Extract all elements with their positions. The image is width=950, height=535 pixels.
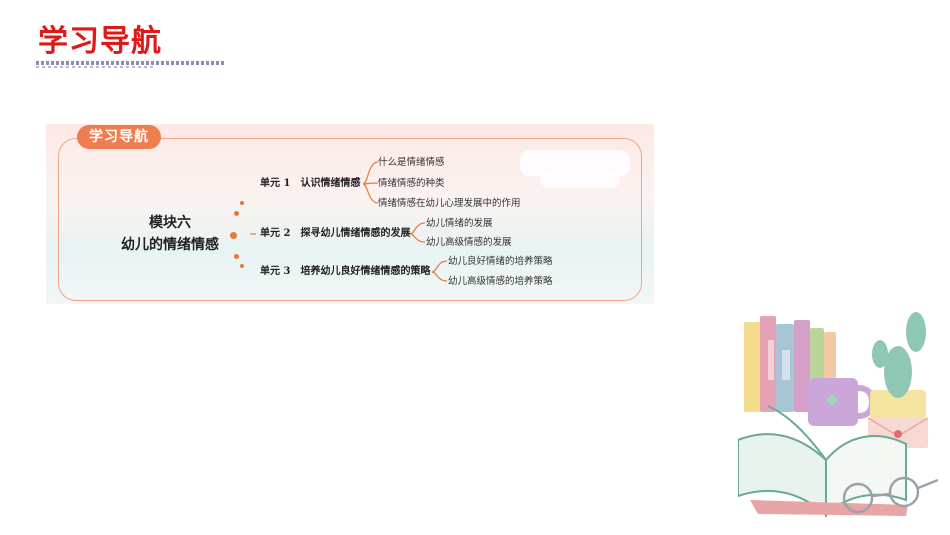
unit-number: 单元 1 <box>260 178 291 189</box>
topic-item: 幼儿情绪的发展 <box>426 218 493 229</box>
cloud-decoration <box>540 170 620 188</box>
topic-item: 幼儿高级情感的发展 <box>426 237 512 248</box>
unit-number: 单元 3 <box>260 266 291 277</box>
unit-3: 单元 3 培养幼儿良好情绪情感的策略 <box>260 265 430 279</box>
unit-title: 认识情绪情感 <box>300 178 361 189</box>
topic-item: 幼儿高级情感的培养策略 <box>448 276 553 287</box>
dot-icon <box>230 232 237 239</box>
module-name: 幼儿的情绪情感 <box>121 237 219 253</box>
unit-1: 单元 1 认识情绪情感 <box>260 177 360 191</box>
unit-title: 探寻幼儿情绪情感的发展 <box>300 228 411 239</box>
unit-title: 培养幼儿良好情绪情感的策略 <box>300 266 431 277</box>
unit-number: 单元 2 <box>260 228 291 239</box>
dot-icon <box>240 264 244 268</box>
dot-icon <box>234 211 239 216</box>
panel-tag: 学习导航 <box>77 125 161 149</box>
unit-2: 单元 2 探寻幼儿情绪情感的发展 <box>260 227 410 241</box>
topic-item: 幼儿良好情绪的培养策略 <box>448 256 553 267</box>
page-title: 学习导航 <box>38 24 162 59</box>
dot-icon <box>234 254 239 259</box>
topic-item: 情绪情感的种类 <box>378 178 445 189</box>
topic-item: 情绪情感在幼儿心理发展中的作用 <box>378 198 521 209</box>
module-number: 模块六 <box>149 215 191 231</box>
module-title: 模块六 幼儿的情绪情感 <box>110 212 230 256</box>
title-underline-secondary <box>36 66 156 68</box>
title-underline <box>36 61 224 65</box>
topic-item: 什么是情绪情感 <box>378 157 445 168</box>
panel-frame <box>58 138 642 301</box>
books-illustration-icon <box>738 312 939 518</box>
dot-icon <box>240 201 244 205</box>
